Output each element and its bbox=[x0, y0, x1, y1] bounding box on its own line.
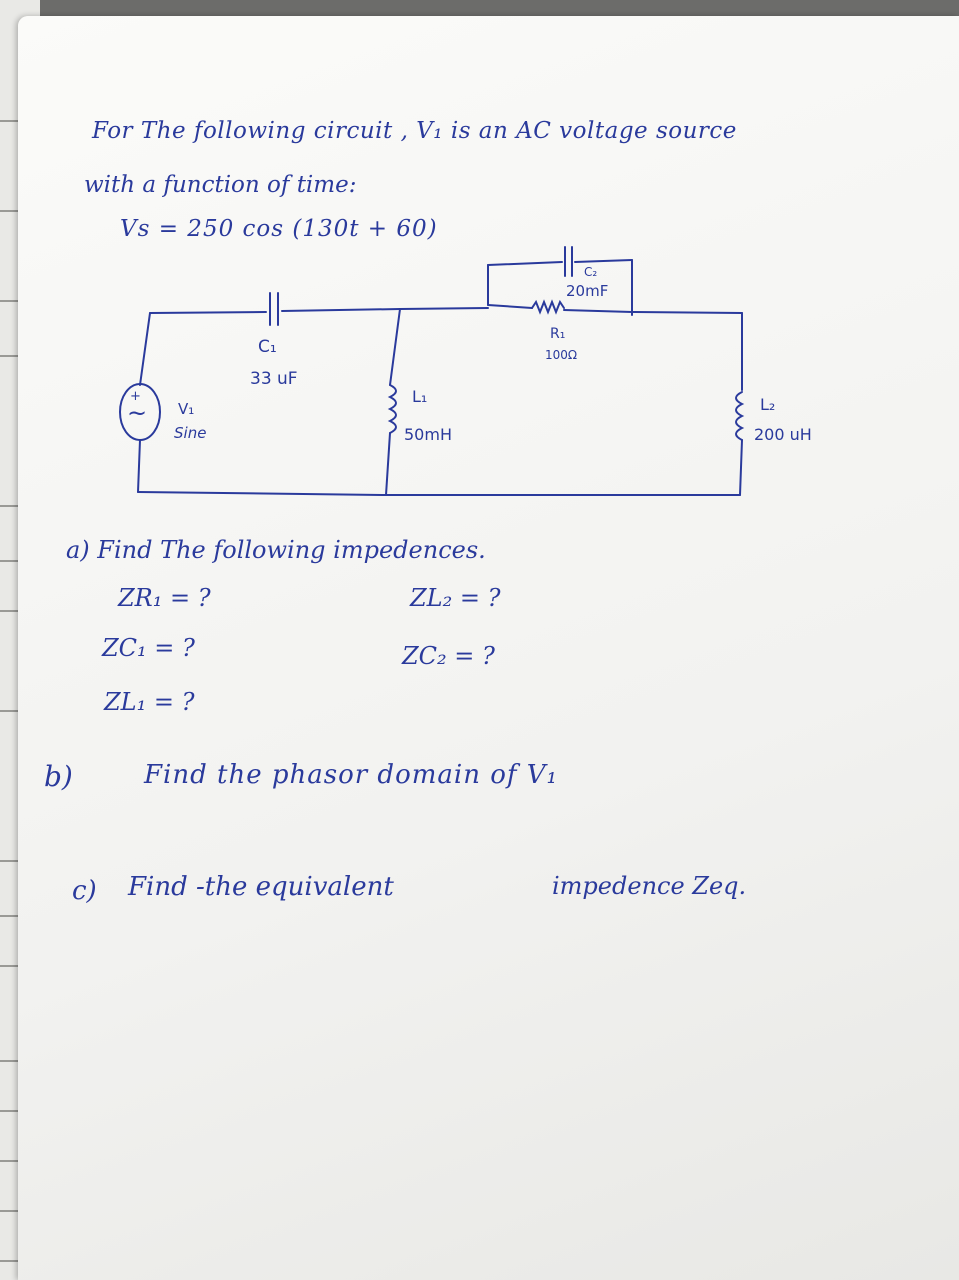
question-zl1: ZL₁ = ? bbox=[104, 688, 195, 716]
l1-name-label: L₁ bbox=[412, 387, 427, 406]
wire-r1-right bbox=[563, 309, 633, 313]
wire-top-middle bbox=[281, 308, 401, 312]
question-zr1: ZR₁ = ? bbox=[118, 584, 211, 612]
question-zc2: ZC₂ = ? bbox=[402, 642, 495, 670]
wire-c2-right bbox=[574, 259, 633, 263]
r1-value-label: 100Ω bbox=[545, 348, 577, 362]
ac-source-circle bbox=[119, 383, 161, 441]
ac-source-plus: + bbox=[130, 389, 141, 404]
r1-name-label: R₁ bbox=[550, 326, 565, 342]
c2-name-label: C₂ bbox=[584, 265, 597, 279]
wire-l1-upper bbox=[389, 308, 401, 386]
l2-value-label: 200 uH bbox=[754, 425, 812, 444]
part-c-label: c) bbox=[72, 876, 97, 906]
c2-value-label: 20mF bbox=[566, 282, 608, 300]
part-b-label: b) bbox=[44, 760, 73, 793]
wire-l2-lower bbox=[739, 439, 743, 496]
wire-r1-left bbox=[487, 304, 533, 309]
wire-bottom-left bbox=[137, 491, 387, 496]
inductor-l2-coil bbox=[735, 391, 745, 441]
ac-source-tilde: ~ bbox=[127, 399, 147, 427]
wire-l1-lower bbox=[385, 432, 391, 496]
part-c-text-1: Find -the equivalent bbox=[128, 872, 394, 902]
source-equation: Vs = 250 cos (130t + 60) bbox=[120, 216, 438, 242]
question-zl2: ZL₂ = ? bbox=[410, 584, 501, 612]
wire-c2-left bbox=[487, 261, 563, 266]
inductor-l1-coil bbox=[387, 384, 397, 434]
part-b-text: Find the phasor domain of V₁ bbox=[144, 760, 558, 790]
paper-sheet bbox=[18, 16, 959, 1280]
c1-name-label: C₁ bbox=[258, 337, 277, 357]
wire-to-parallel bbox=[399, 307, 489, 310]
source-name-label: V₁ bbox=[178, 400, 194, 418]
part-c-text-2: impedence Zeq. bbox=[552, 872, 747, 900]
part-a-heading: a) Find The following impedences. bbox=[66, 536, 486, 564]
intro-line-1: For The following circuit , V₁ is an AC … bbox=[92, 118, 737, 144]
intro-line-2: with a function of time: bbox=[84, 172, 357, 198]
l2-name-label: L₂ bbox=[760, 395, 775, 414]
wire-top-left bbox=[149, 311, 267, 314]
c1-value-label: 33 uF bbox=[250, 369, 298, 389]
wire-left-upper bbox=[139, 312, 151, 386]
l1-value-label: 50mH bbox=[404, 425, 452, 444]
source-type-label: Sine bbox=[174, 424, 206, 442]
wire-left-lower bbox=[137, 439, 141, 493]
resistor-r1-zigzag bbox=[531, 299, 565, 315]
question-zc1: ZC₁ = ? bbox=[102, 634, 195, 662]
wire-top-right bbox=[631, 311, 743, 314]
